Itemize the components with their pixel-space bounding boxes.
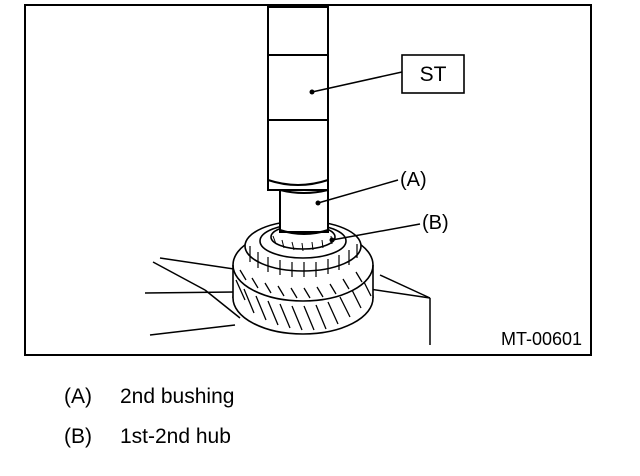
legend-key-a: (A) [64,385,92,408]
legend-item-a: (A) 2nd bushing [64,385,234,409]
callout-b-label: (B) [422,212,449,234]
tool-st [267,6,329,191]
legend-text-a: 2nd bushing [120,385,235,408]
second-bushing [279,189,329,235]
legend-key-b: (B) [64,425,92,448]
callout-a-label: (A) [400,169,427,191]
figure-code: MT-00601 [501,329,582,349]
legend-text-b: 1st-2nd hub [120,425,231,448]
st-callout-box [401,54,465,94]
legend-item-b: (B) 1st-2nd hub [64,425,231,449]
helical-gear [232,220,374,335]
leader-lines [311,71,421,241]
st-callout-label: ST [420,63,447,86]
leader-dots [309,89,335,243]
